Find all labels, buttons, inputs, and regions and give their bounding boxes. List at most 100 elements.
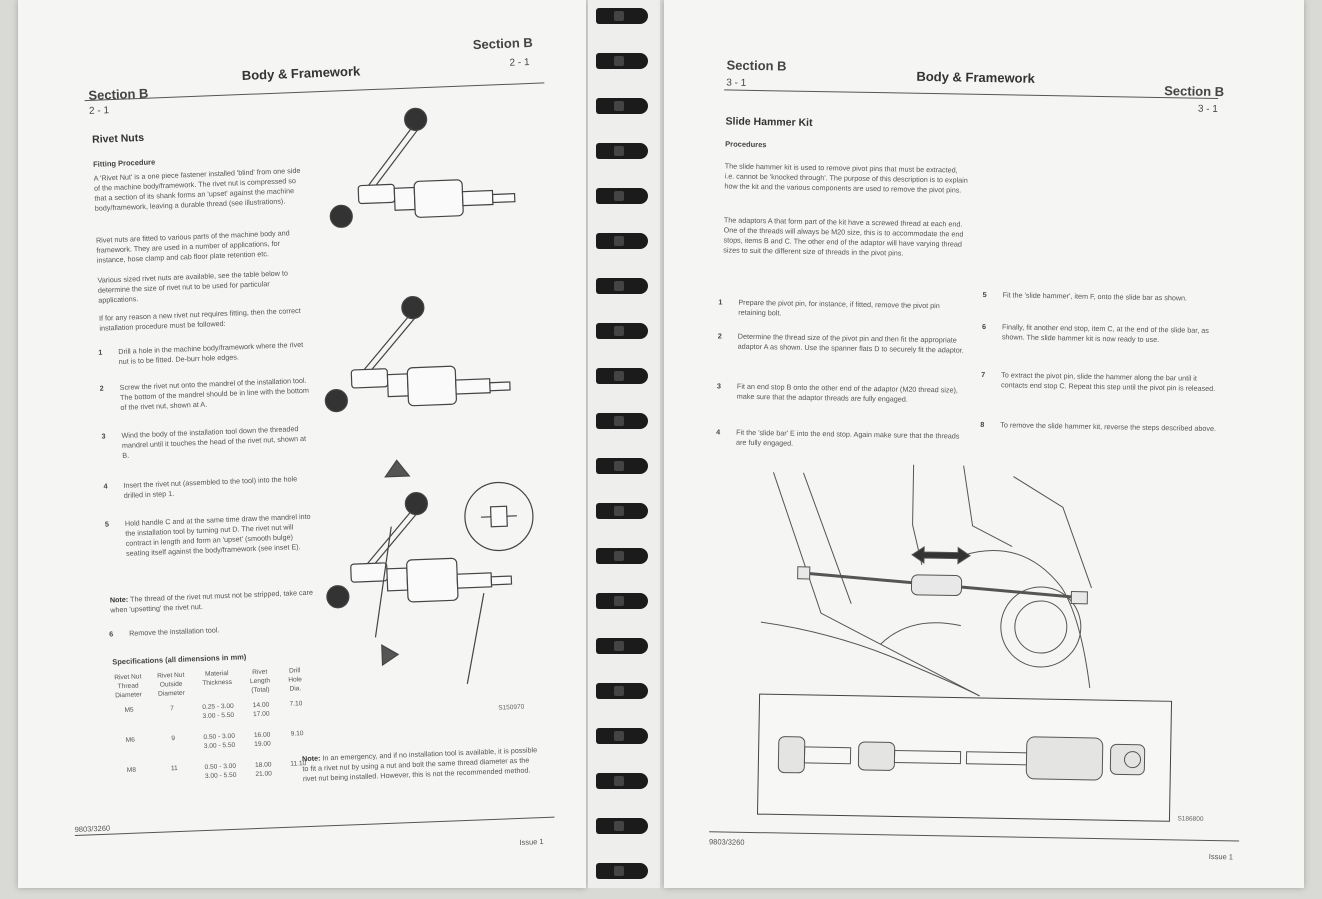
- binding-ring: [596, 503, 648, 519]
- step-item: 3 Wind the body of the installation tool…: [101, 424, 312, 461]
- step-number: 7: [981, 369, 986, 380]
- step-text: Fit the 'slide hammer', item F, onto the…: [1002, 290, 1188, 303]
- table-cell: 0.25 - 3.00 3.00 - 5.50: [202, 702, 235, 721]
- comb-binding: [588, 0, 660, 888]
- rivet-tool-illustration: [324, 107, 534, 684]
- binding-ring: [596, 548, 648, 564]
- header-title: Body & Framework: [241, 63, 361, 84]
- binding-ring: [596, 143, 648, 159]
- table-cell: 16.00 19.00: [253, 731, 271, 749]
- table-cell: 7.10: [289, 700, 303, 708]
- step-text: Prepare the pivot pin, for instance, if …: [738, 297, 940, 318]
- step-number: 6: [108, 629, 114, 639]
- table-cell: M8: [126, 766, 137, 774]
- step-item: 6 Finally, fit another end stop, item C,…: [982, 322, 1222, 346]
- note-2: Note: In an emergency, and if no install…: [302, 745, 543, 784]
- header-page-number: 2 - 1: [509, 56, 530, 69]
- step-number: 6: [981, 321, 987, 332]
- step-item: 5 Fit the 'slide hammer', item F, onto t…: [983, 290, 1223, 304]
- paragraph-2: The adaptors A that form part of the kit…: [723, 215, 964, 258]
- footer-issue: Issue 1: [1208, 851, 1234, 862]
- slide-hammer-illustration: [756, 464, 1173, 822]
- step-text: Finally, fit another end stop, item C, a…: [1001, 322, 1209, 345]
- footer-rule: [709, 831, 1240, 842]
- binding-ring: [596, 98, 648, 114]
- spec-title: Specifications (all dimensions in mm): [112, 652, 247, 667]
- step-number: 2: [99, 383, 104, 393]
- table-cell: 0.50 - 3.00 3.00 - 5.50: [203, 732, 236, 750]
- paragraph-1: A 'Rivet Nut' is a one piece fastener in…: [93, 165, 301, 213]
- table-cell: M6: [125, 736, 135, 744]
- binding-ring: [596, 683, 648, 699]
- step-text: To extract the pivot pin, slide the hamm…: [1000, 370, 1216, 394]
- footer-document-number: 9803/3260: [708, 837, 745, 847]
- section-heading: Rivet Nuts: [91, 131, 145, 146]
- binding-ring: [596, 233, 648, 249]
- binding-ring: [596, 413, 648, 429]
- step-item: 1 Prepare the pivot pin, for instance, i…: [718, 297, 966, 322]
- note-text: The thread of the rivet nut must not be …: [110, 587, 314, 615]
- paragraph-4: If for any reason a new rivet nut requir…: [98, 305, 301, 333]
- section-heading: Slide Hammer Kit: [725, 115, 813, 129]
- step-text: Fit an end stop B onto the other end of …: [736, 381, 958, 404]
- table-cell: 11: [170, 765, 178, 773]
- step-text: Insert the rivet nut (assembled to the t…: [123, 474, 298, 500]
- step-number: 1: [98, 347, 103, 357]
- header-rule: [724, 89, 1219, 100]
- step-number: 1: [718, 297, 723, 307]
- paragraph-1: The slide hammer kit is used to remove p…: [724, 161, 968, 195]
- step-text: Remove the installation tool.: [128, 625, 220, 638]
- note-label: Note:: [301, 753, 321, 764]
- step-number: 5: [982, 289, 987, 300]
- step-text: Hold handle C and at the same time draw …: [124, 511, 311, 558]
- note-label: Note:: [109, 594, 129, 605]
- step-number: 3: [716, 381, 722, 391]
- step-item: 3 Fit an end stop B onto the other end o…: [717, 381, 965, 406]
- step-item: 5 Hold handle C and at the same time dra…: [105, 511, 316, 559]
- binding-ring: [596, 638, 648, 654]
- figure-code: S186800: [1177, 815, 1204, 823]
- step-text: Determine the thread size of the pivot p…: [737, 331, 964, 355]
- footer-issue: Issue 1: [519, 837, 544, 847]
- binding-ring: [596, 8, 648, 24]
- subheading: Procedures: [725, 139, 767, 150]
- header-section-label: Section B: [472, 34, 534, 53]
- step-item: 8 To remove the slide hammer kit, revers…: [980, 420, 1220, 434]
- binding-ring: [596, 863, 648, 879]
- step-item: 2 Determine the thread size of the pivot…: [718, 331, 966, 356]
- left-page: Section B 2 - 1 Body & Framework Section…: [18, 0, 586, 888]
- table-cell: 9: [171, 735, 176, 743]
- step-text: Drill a hole in the machine body/framewo…: [118, 339, 304, 366]
- table-cell: 18.00 21.00: [254, 761, 273, 779]
- column-header: Drill Hole Dia.: [288, 667, 302, 693]
- step-item: 4 Fit the 'slide bar' E into the end sto…: [716, 427, 964, 452]
- binding-ring: [596, 458, 648, 474]
- step-number: 4: [103, 481, 108, 491]
- binding-ring: [596, 728, 648, 744]
- table-cell: 14.00 17.00: [252, 701, 270, 719]
- header-page-number-right: 3 - 1: [1197, 103, 1218, 116]
- paragraph-3: Various sized rivet nuts are available, …: [97, 268, 289, 305]
- step-number: 5: [104, 519, 110, 529]
- binding-ring: [596, 188, 648, 204]
- note-1: Note: The thread of the rivet nut must n…: [110, 587, 325, 615]
- subheading: Fitting Procedure: [92, 157, 156, 169]
- binding-ring: [596, 323, 648, 339]
- binding-ring: [596, 278, 648, 294]
- table-cell: M5: [124, 706, 134, 715]
- step-text: Fit the 'slide bar' E into the end stop.…: [735, 427, 960, 448]
- binding-ring: [596, 53, 648, 69]
- header-page-number: 3 - 1: [726, 77, 747, 89]
- step-number: 4: [716, 427, 721, 437]
- binding-ring: [596, 818, 648, 834]
- column-header: Rivet Length (Total): [249, 668, 271, 695]
- table-cell: 7: [170, 705, 175, 713]
- table-cell: 0.50 - 3.00 3.00 - 5.50: [204, 762, 237, 780]
- footer-rule: [74, 816, 555, 837]
- step-item: 2 Screw the rivet nut onto the mandrel o…: [100, 376, 311, 413]
- table-row: M8 11 0.50 - 3.00 3.00 - 5.50 18.00 21.0…: [110, 753, 315, 791]
- binding-ring: [596, 773, 648, 789]
- step-item: 4 Insert the rivet nut (assembled to the…: [103, 474, 314, 501]
- spec-table: Rivet Nut Thread Diameter Rivet Nut Outs…: [107, 666, 315, 791]
- table-cell: 9.10: [290, 730, 304, 738]
